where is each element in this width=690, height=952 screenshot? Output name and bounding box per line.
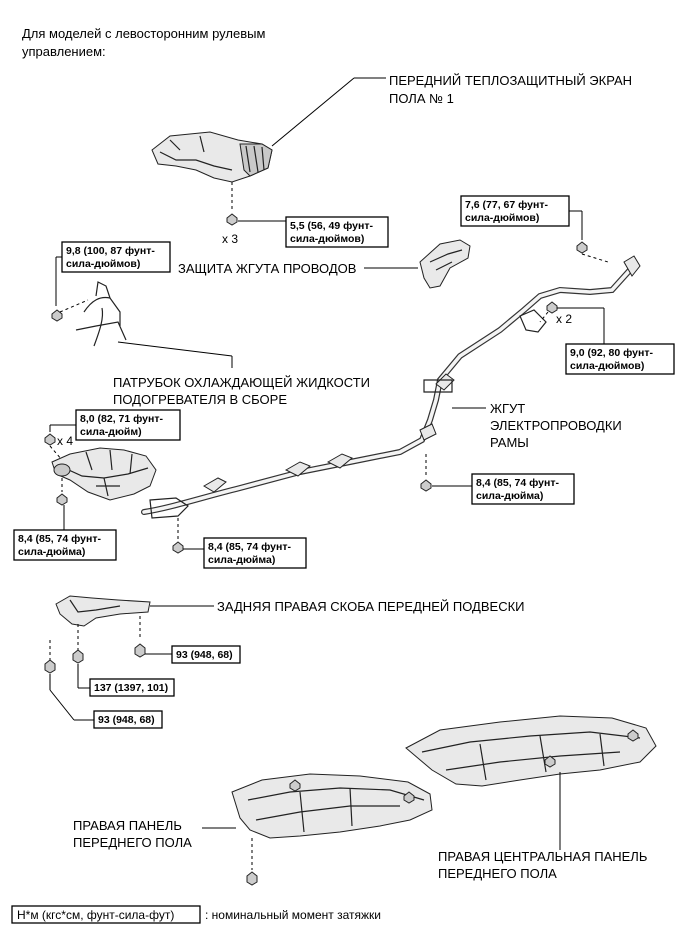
legend-box bbox=[11, 905, 201, 924]
bolt-137-icon bbox=[72, 649, 84, 664]
bolt-93-lower-icon bbox=[44, 659, 56, 674]
heater-coolant-hose-part bbox=[75, 281, 127, 347]
torque-box-93-lower bbox=[93, 710, 163, 729]
nut-9-8-icon bbox=[51, 309, 63, 322]
floor-panel-bolt-icon bbox=[246, 871, 258, 886]
right-panel-label-1: ПРАВАЯ ПАНЕЛЬ bbox=[73, 818, 182, 833]
torque-8-4-left-2: сила-дюйма) bbox=[18, 546, 85, 558]
torque-9-8-2: сила-дюймов) bbox=[66, 258, 140, 270]
nut-8-4-mid-icon bbox=[172, 541, 184, 554]
torque-box-8-4-mid bbox=[203, 537, 307, 569]
nut-8-4-right-icon bbox=[420, 479, 432, 492]
torque-box-8-4-left bbox=[13, 529, 117, 561]
bracket-label: ЗАДНЯЯ ПРАВАЯ СКОБА ПЕРЕДНЕЙ ПОДВЕСКИ bbox=[217, 599, 525, 614]
nut-8-0-icon bbox=[44, 433, 56, 446]
torque-box-8-4-right bbox=[471, 473, 575, 505]
torque-box-9-0 bbox=[565, 343, 675, 375]
harness-protector-label: ЗАЩИТА ЖГУТА ПРОВОДОВ bbox=[178, 261, 356, 276]
suspension-bracket-part bbox=[55, 595, 151, 627]
right-panel-label-2: ПЕРЕДНЕГО ПОЛА bbox=[73, 835, 192, 850]
header-line-1: Для моделей с левосторонним рулевым bbox=[22, 26, 265, 41]
torque-8-4-right-1: 8,4 (85, 74 фунт- bbox=[476, 477, 559, 489]
torque-box-8-0 bbox=[75, 409, 181, 441]
qty-x2: x 2 bbox=[556, 312, 572, 326]
heater-hose-bracket-part bbox=[51, 447, 157, 501]
torque-8-4-mid-2: сила-дюйма) bbox=[208, 554, 275, 566]
nut-7-6-icon bbox=[576, 241, 588, 254]
heat-shield-label-2: ПОЛА № 1 bbox=[389, 91, 454, 106]
torque-9-0-1: 9,0 (92, 80 фунт- bbox=[570, 347, 653, 359]
coolant-hose-label-1: ПАТРУБОК ОХЛАЖДАЮЩЕЙ ЖИДКОСТИ bbox=[113, 375, 370, 390]
frame-wire-label-1: ЖГУТ bbox=[490, 401, 525, 416]
torque-box-137 bbox=[89, 678, 175, 697]
nut-8-4-left-icon bbox=[56, 493, 68, 506]
torque-8-4-mid-1: 8,4 (85, 74 фунт- bbox=[208, 541, 291, 553]
nut-9-0-icon bbox=[546, 301, 558, 314]
torque-9-8-1: 9,8 (100, 87 фунт- bbox=[66, 245, 155, 257]
qty-x3: x 3 bbox=[222, 232, 238, 246]
torque-93-lower: 93 (948, 68) bbox=[98, 714, 155, 726]
heat-shield-label-1: ПЕРЕДНИЙ ТЕПЛОЗАЩИТНЫЙ ЭКРАН bbox=[389, 73, 632, 88]
torque-heat-shield-1: 5,5 (56, 49 фунт- bbox=[290, 220, 373, 232]
qty-x4: x 4 bbox=[57, 434, 73, 448]
legend-box-text: Н*м (кгс*см, фунт-сила-фут) bbox=[17, 908, 174, 922]
header-line-2: управлением: bbox=[22, 44, 106, 59]
torque-heat-shield-2: сила-дюймов) bbox=[290, 233, 364, 245]
coolant-hose-label-2: ПОДОГРЕВАТЕЛЯ В СБОРЕ bbox=[113, 392, 287, 407]
torque-8-0-2: сила-дюйм) bbox=[80, 426, 142, 438]
torque-137: 137 (1397, 101) bbox=[94, 682, 168, 694]
bolt-93-upper-icon bbox=[134, 643, 146, 658]
frame-wire-label-3: РАМЫ bbox=[490, 435, 529, 450]
right-center-floor-panel-part bbox=[405, 715, 657, 787]
right-front-floor-panel-part bbox=[231, 773, 433, 839]
torque-7-6-2: сила-дюймов) bbox=[465, 212, 539, 224]
frame-wire-harness-part bbox=[141, 255, 641, 519]
torque-93-upper: 93 (948, 68) bbox=[176, 649, 233, 661]
torque-box-heat-shield bbox=[285, 216, 389, 248]
torque-8-4-right-2: сила-дюйма) bbox=[476, 490, 543, 502]
torque-8-4-left-1: 8,4 (85, 74 фунт- bbox=[18, 533, 101, 545]
torque-7-6-1: 7,6 (77, 67 фунт- bbox=[465, 199, 548, 211]
torque-9-0-2: сила-дюймов) bbox=[570, 360, 644, 372]
torque-8-0-1: 8,0 (82, 71 фунт- bbox=[80, 413, 163, 425]
legend-text: : номинальный момент затяжки bbox=[205, 908, 381, 922]
wire-harness-protector-part bbox=[419, 239, 471, 289]
right-center-panel-label-1: ПРАВАЯ ЦЕНТРАЛЬНАЯ ПАНЕЛЬ bbox=[438, 849, 647, 864]
torque-box-93-upper bbox=[171, 645, 241, 664]
right-center-panel-label-2: ПЕРЕДНЕГО ПОЛА bbox=[438, 866, 557, 881]
front-floor-heat-shield-part bbox=[151, 131, 273, 183]
frame-wire-label-2: ЭЛЕКТРОПРОВОДКИ bbox=[490, 418, 622, 433]
heat-shield-nut-icon bbox=[226, 213, 238, 226]
torque-box-9-8 bbox=[61, 241, 171, 273]
